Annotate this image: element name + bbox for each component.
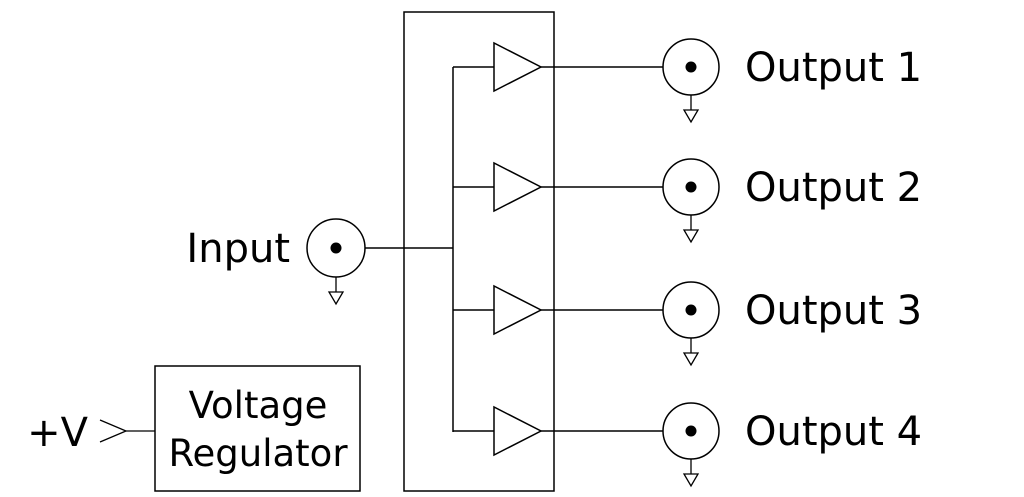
buffer-amplifier-icon [493,405,543,457]
input-connector-pin [330,242,342,254]
output-connector-pin [685,181,697,193]
output-ground-icon [682,229,700,244]
amplifier-enclosure [403,11,555,492]
buffer-amplifier-icon [493,41,543,93]
buffer-amplifier-icon [493,161,543,213]
output-label-2: Output 2 [745,165,922,211]
buffer-amplifier-icon [493,284,543,336]
input-label: Input [186,226,290,272]
input-ground-icon [327,291,345,306]
output-ground-icon [682,352,700,367]
output-connector-pin [685,425,697,437]
output-ground-icon [682,473,700,488]
output-connector-pin [685,304,697,316]
supply-input-icon [99,419,128,443]
output-channel-4: Output 4 [453,402,922,488]
voltage-regulator-label-line1: Voltage [189,384,328,427]
output-connector-pin [685,61,697,73]
output-label-4: Output 4 [745,409,922,455]
supply-label: +V [27,410,89,456]
input-connector [306,218,366,306]
output-channel-3: Output 3 [453,281,922,367]
voltage-regulator-box [154,365,361,492]
output-label-1: Output 1 [745,45,922,91]
output-channel-1: Output 1 [453,38,922,124]
output-channel-2: Output 2 [453,158,922,244]
voltage-regulator-label-line2: Regulator [168,432,348,475]
output-label-3: Output 3 [745,288,922,334]
output-ground-icon [682,109,700,124]
